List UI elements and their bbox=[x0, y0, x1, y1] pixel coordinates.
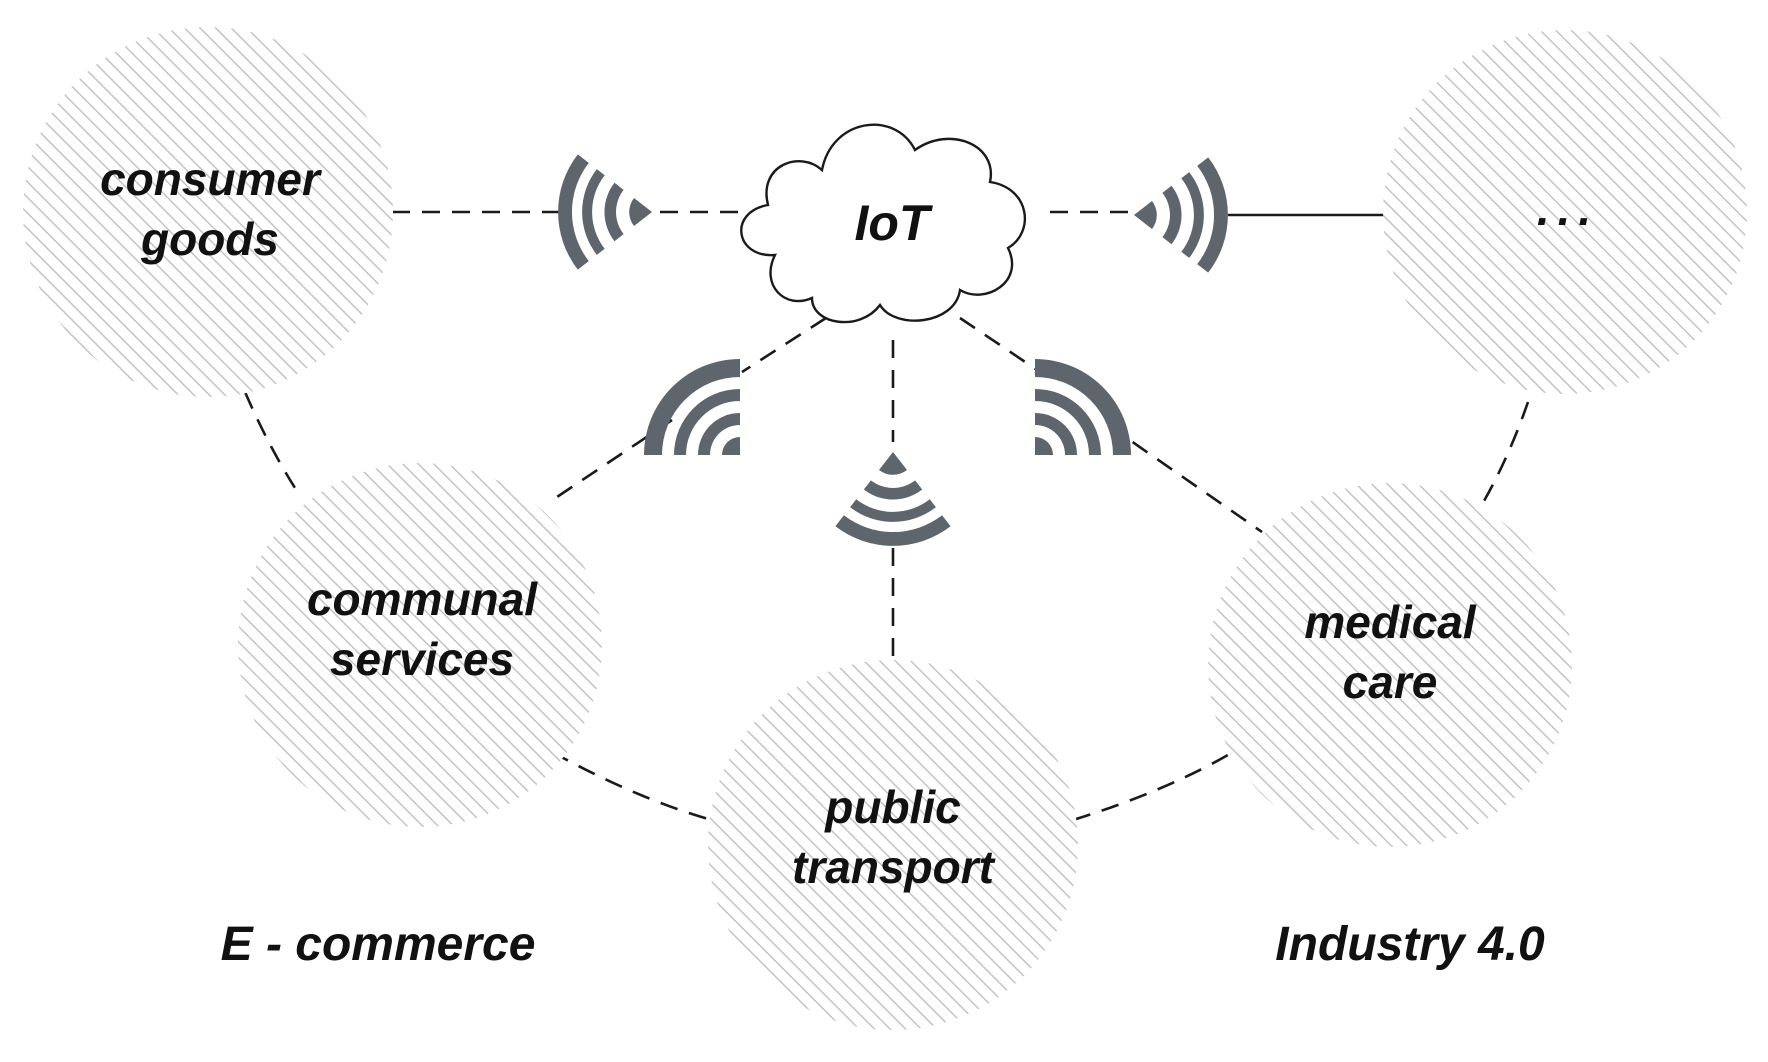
caption-e-commerce: E - commerce bbox=[221, 918, 536, 971]
wireless-signal-icon bbox=[644, 359, 740, 455]
link-transport-to-medical bbox=[1072, 746, 1241, 822]
circle-other bbox=[1383, 30, 1747, 394]
communal-services-label-line2: services bbox=[330, 633, 514, 685]
cloud-icon: IoT bbox=[740, 123, 1026, 324]
circle-communal-services bbox=[238, 463, 602, 827]
caption-industry-4-0: Industry 4.0 bbox=[1275, 918, 1545, 971]
consumer-goods-label-line2: goods bbox=[140, 213, 279, 265]
link-antenna-to-communal bbox=[547, 418, 673, 505]
wireless-signal-icon bbox=[1134, 157, 1228, 273]
medical-care-label-line1: medical bbox=[1304, 596, 1477, 648]
link-cloud-to-antenna-communal bbox=[741, 316, 827, 374]
domain-circles bbox=[23, 27, 1747, 1030]
wireless-signal-icon bbox=[1035, 359, 1131, 455]
communal-services-label-line1: communal bbox=[307, 573, 538, 625]
link-communal-to-transport bbox=[551, 750, 713, 822]
circle-medical-care bbox=[1208, 483, 1572, 847]
link-cloud-to-antenna-medical bbox=[959, 316, 1041, 374]
link-antenna-to-medical bbox=[1107, 423, 1263, 534]
medical-care-label-line2: care bbox=[1343, 656, 1438, 708]
public-transport-label-line1: public bbox=[823, 781, 960, 833]
consumer-goods-label-line1: consumer bbox=[100, 153, 322, 205]
circle-consumer-goods bbox=[23, 27, 393, 397]
public-transport-label-line2: transport bbox=[792, 841, 996, 893]
link-other-to-medical bbox=[1478, 401, 1530, 509]
link-consumer-to-communal bbox=[243, 391, 297, 489]
other-domain-label: ... bbox=[1537, 183, 1599, 235]
hub-label: IoT bbox=[855, 195, 934, 251]
node-labels: consumer goods ... communal services med… bbox=[100, 153, 1599, 893]
connector-lines bbox=[243, 210, 1530, 822]
wireless-signal-icon bbox=[558, 154, 652, 270]
circle-public-transport bbox=[708, 660, 1078, 1030]
wireless-signal-icon bbox=[835, 452, 951, 546]
